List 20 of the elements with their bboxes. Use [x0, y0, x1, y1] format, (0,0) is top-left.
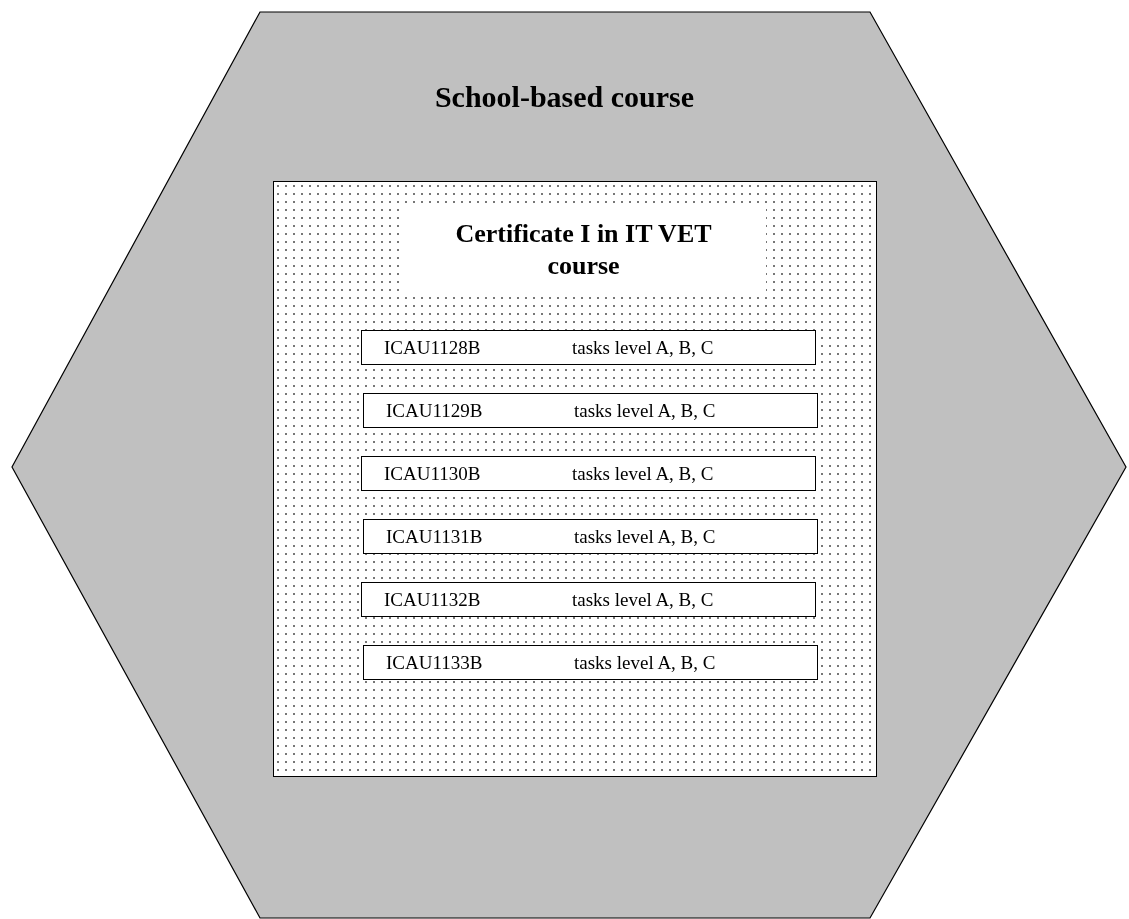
- unit-code: ICAU1132B: [384, 589, 481, 611]
- unit-tasks: tasks level A, B, C: [572, 589, 714, 611]
- unit-code: ICAU1128B: [384, 337, 481, 359]
- unit-tasks: tasks level A, B, C: [574, 652, 716, 674]
- unit-tasks: tasks level A, B, C: [574, 400, 716, 422]
- unit-code: ICAU1133B: [386, 652, 483, 674]
- region-title: School-based course: [433, 80, 696, 114]
- unit-box: [361, 582, 816, 617]
- course-panel: [273, 181, 877, 777]
- unit-tasks: tasks level A, B, C: [572, 337, 714, 359]
- unit-box: [363, 393, 818, 428]
- unit-code: ICAU1131B: [386, 526, 483, 548]
- unit-code: ICAU1129B: [386, 400, 483, 422]
- unit-tasks: tasks level A, B, C: [574, 526, 716, 548]
- unit-box: [363, 645, 818, 680]
- unit-code: ICAU1130B: [384, 463, 481, 485]
- unit-box: [361, 330, 816, 365]
- unit-box: [361, 456, 816, 491]
- unit-box: [363, 519, 818, 554]
- unit-tasks: tasks level A, B, C: [572, 463, 714, 485]
